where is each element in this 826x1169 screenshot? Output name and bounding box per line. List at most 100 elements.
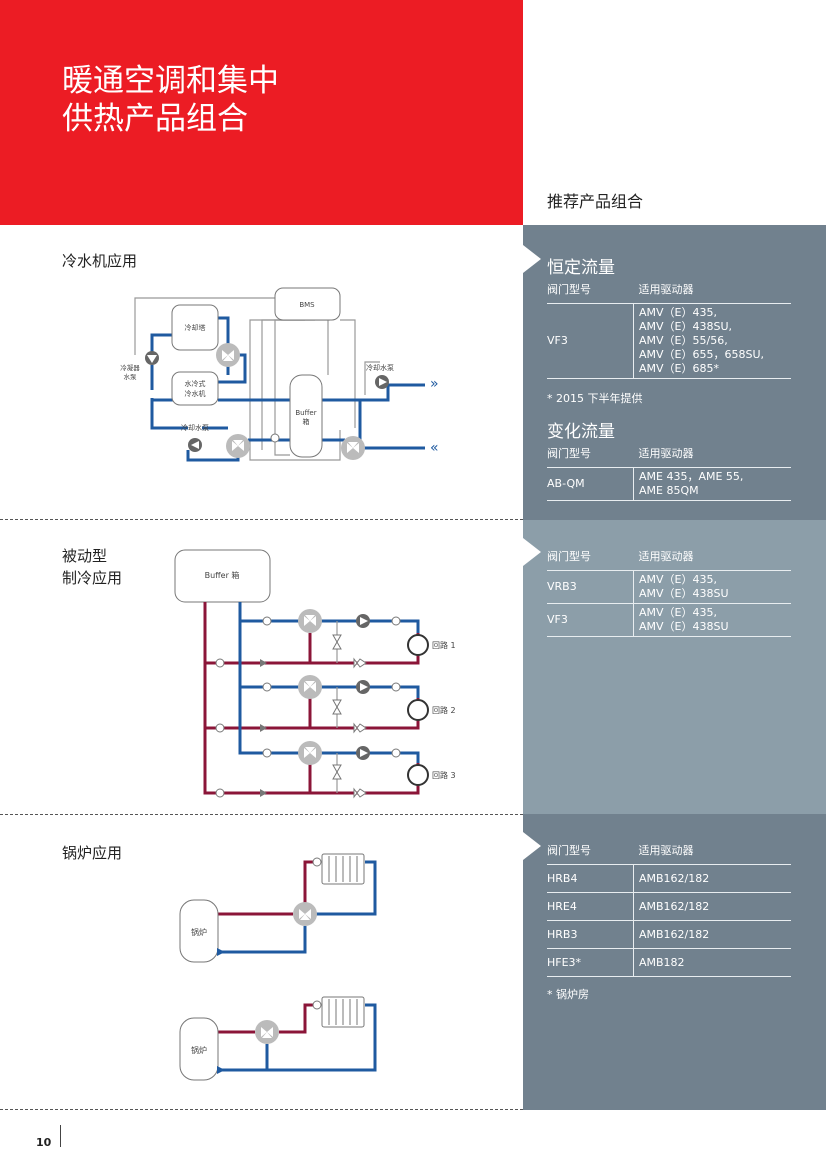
- page-number-rule: [60, 1125, 61, 1147]
- water-chiller: 水冷式 冷水机: [171, 371, 219, 406]
- inlet-arrow: «: [430, 440, 439, 456]
- table-row: VF3 AMV（E）435, AMV（E）438SU: [547, 603, 791, 637]
- valve-cell: HRE4: [547, 892, 634, 921]
- buffer-tank: Buffer 箱: [289, 374, 323, 458]
- three-way-valve-a: [293, 902, 317, 926]
- passive-cooling-table: 阀门型号 适用驱动器 VRB3 AMV（E）435, AMV（E）438SU V…: [547, 544, 791, 637]
- three-way-valve-secondary: [341, 436, 365, 460]
- cooling-tower: 冷却塔: [171, 304, 219, 351]
- variable-flow-table: 阀门型号 适用驱动器 AB-QM AME 435，AME 55, AME 85Q…: [547, 441, 791, 501]
- valves-loop-3: 回路 3: [215, 741, 456, 799]
- boiler-b: 锅炉: [179, 1017, 219, 1081]
- col-actuator-header: 适用驱动器: [633, 441, 791, 468]
- three-way-valve-tower: [216, 343, 240, 367]
- loop-2-label: 回路 2: [432, 705, 456, 715]
- constant-flow-title: 恒定流量: [547, 258, 615, 278]
- loop-3-label: 回路 3: [432, 770, 456, 780]
- page-title-line-1: 暖通空调和集中: [62, 63, 279, 99]
- panel-notch: [523, 832, 541, 860]
- buffer-label: Buffer 箱: [205, 570, 240, 580]
- condenser-pump: 冷凝器 水泵: [120, 351, 159, 381]
- panel-notch: [523, 245, 541, 273]
- col-valve-header: 阀门型号: [547, 441, 634, 468]
- actuator-line: AMV（E）435,: [639, 306, 717, 319]
- actuator-cell: AMV（E）435, AMV（E）438SU, AMV（E）55/56, AMV…: [633, 303, 791, 379]
- actuator-cell: AMV（E）435, AMV（E）438SU: [633, 603, 791, 637]
- cooling-pump-a: 冷却水泵: [181, 423, 209, 452]
- valves-loop-1: 回路 1: [215, 609, 456, 669]
- section-divider: [0, 519, 523, 520]
- boiler-b-label: 锅炉: [191, 1045, 207, 1055]
- cooling-pump-b-label: 冷却水泵: [366, 363, 394, 372]
- passive-label-line-1: 被动型: [62, 547, 108, 565]
- boiler-a: 锅炉: [179, 899, 219, 963]
- page-title-line-2: 供热产品组合: [62, 101, 248, 137]
- radiator-a: [312, 853, 365, 885]
- actuator-line: AMV（E）685*: [639, 362, 719, 375]
- radiator-b: [312, 996, 365, 1028]
- cooling-pump-b: 冷却水泵: [366, 363, 394, 389]
- three-way-valve-b: [255, 1020, 279, 1044]
- col-actuator-header: 适用驱动器: [633, 277, 791, 304]
- page-number: 10: [36, 1136, 52, 1149]
- actuator-line: AMV（E）655，658SU,: [639, 348, 765, 361]
- actuator-line: AMV（E）435,: [639, 606, 717, 619]
- section-divider: [0, 1109, 523, 1110]
- bms-label: BMS: [299, 301, 315, 309]
- col-actuator-header: 适用驱动器: [633, 544, 791, 571]
- chiller-section-label: 冷水机应用: [62, 252, 138, 270]
- loop-1-label: 回路 1: [432, 640, 456, 650]
- col-valve-header: 阀门型号: [547, 277, 634, 304]
- cooling-tower-label: 冷却塔: [185, 323, 206, 332]
- buffer-label-2: 箱: [303, 417, 310, 426]
- passive-section-label: 被动型 制冷应用: [62, 545, 122, 589]
- chiller-label-2: 冷水机: [185, 389, 206, 398]
- actuator-cell: AME 435，AME 55, AME 85QM: [633, 467, 791, 501]
- boiler-a-label: 锅炉: [191, 927, 207, 937]
- actuator-line: AMV（E）438SU: [639, 587, 729, 600]
- buffer-label-1: Buffer: [295, 409, 316, 417]
- table-row: HRB4 AMB162/182: [547, 864, 791, 893]
- valve-cell: HFE3*: [547, 948, 634, 977]
- chiller-label-1: 水冷式: [185, 379, 206, 388]
- table-header-row: 阀门型号 适用驱动器: [547, 441, 791, 468]
- actuator-cell: AMB162/182: [633, 920, 791, 949]
- constant-flow-note: * 2015 下半年提供: [547, 392, 643, 405]
- boiler-note: * 锅炉房: [547, 988, 589, 1001]
- boiler-diagram: 锅炉 锅炉: [179, 853, 377, 1081]
- table-row: HRB3 AMB162/182: [547, 920, 791, 949]
- actuator-line: AME 435，AME 55,: [639, 470, 744, 483]
- boiler-product-panel: 阀门型号 适用驱动器 HRB4 AMB162/182 HRE4 AMB162/1…: [523, 814, 826, 1110]
- valves-loop-2: 回路 2: [215, 675, 456, 734]
- valve-cell: HRB4: [547, 864, 634, 893]
- col-valve-header: 阀门型号: [547, 544, 634, 571]
- flow-arrow: [217, 1066, 225, 1074]
- outlet-arrow: »: [430, 376, 439, 392]
- bms-box: BMS: [274, 287, 341, 321]
- header-banner: [0, 0, 523, 225]
- section-divider: [0, 814, 523, 815]
- passive-label-line-2: 制冷应用: [62, 569, 123, 587]
- table-row: VRB3 AMV（E）435, AMV（E）438SU: [547, 570, 791, 604]
- boiler-table: 阀门型号 适用驱动器 HRB4 AMB162/182 HRE4 AMB162/1…: [547, 838, 791, 977]
- chiller-product-panel: 恒定流量 阀门型号 适用驱动器 VF3 AMV（E）435, AMV（E）438…: [523, 225, 826, 520]
- actuator-line: AME 85QM: [639, 484, 699, 497]
- table-row: HRE4 AMB162/182: [547, 892, 791, 921]
- table-header-row: 阀门型号 适用驱动器: [547, 277, 791, 304]
- actuator-line: AMV（E）438SU: [639, 620, 729, 633]
- flow-sensor: [270, 433, 280, 443]
- valve-cell: HRB3: [547, 920, 634, 949]
- passive-cooling-product-panel: 阀门型号 适用驱动器 VRB3 AMV（E）435, AMV（E）438SU V…: [523, 520, 826, 814]
- actuator-cell: AMB182: [633, 948, 791, 977]
- actuator-line: AMV（E）438SU,: [639, 320, 733, 333]
- condenser-pump-label-1: 冷凝器: [120, 363, 140, 372]
- cooling-pump-a-label: 冷却水泵: [181, 423, 209, 432]
- valve-cell: VRB3: [547, 570, 634, 604]
- table-row: HFE3* AMB182: [547, 948, 791, 977]
- valve-cell: VF3: [547, 603, 634, 637]
- condenser-pump-label-2: 水泵: [124, 372, 138, 381]
- buffer-tank: Buffer 箱: [174, 549, 271, 603]
- flow-arrow: [217, 948, 225, 956]
- valve-cell: AB-QM: [547, 467, 634, 501]
- col-actuator-header: 适用驱动器: [633, 838, 791, 865]
